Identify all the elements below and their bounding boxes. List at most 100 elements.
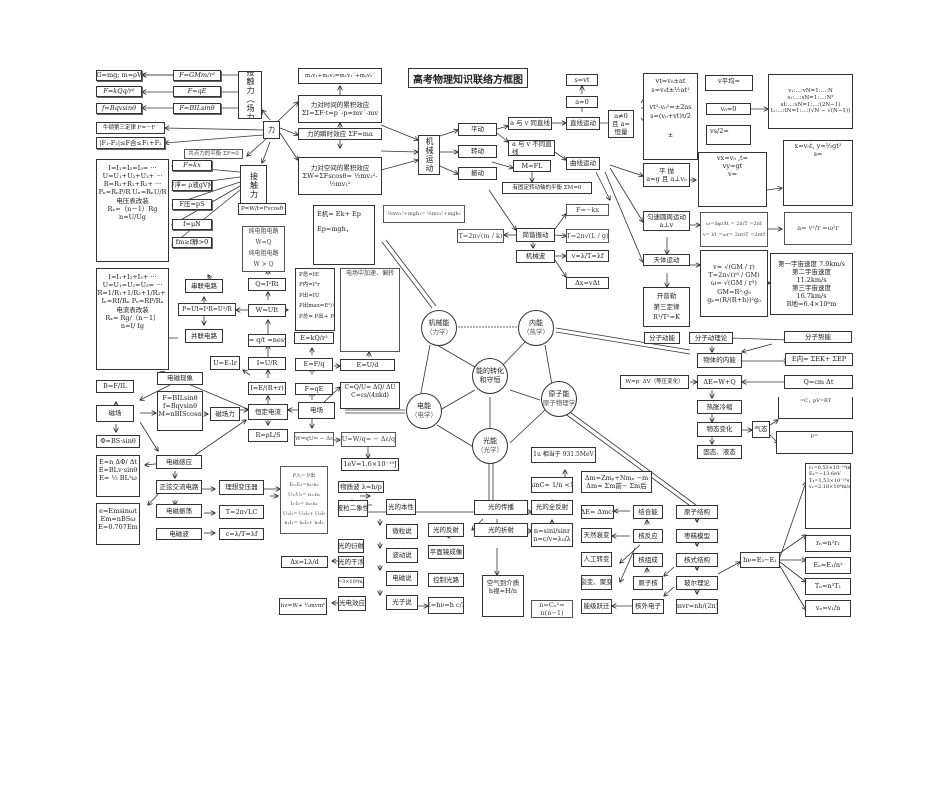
hydrogen-v1: v₁=2.18×10⁶m/s: [809, 483, 851, 490]
snell-1: n=sini/sinr: [533, 526, 571, 535]
momentum-conservation-box: m₁v₁+m₂v₂=m₁v₁´+m₂v₂´: [298, 68, 382, 84]
point-field-box: E=kQ/r²: [294, 332, 334, 344]
orbit-v: v= √(GM / r): [713, 263, 755, 272]
mech-energy-sub: （力学）: [426, 328, 452, 337]
electric-force-box: F=qE: [173, 86, 221, 97]
wave-speed-box: v=λ/T=λf: [566, 250, 609, 262]
vibration-box: 振动: [458, 167, 497, 180]
bohr-theory-box: 玻尔理论: [676, 576, 718, 590]
orbit-formula-box: v= √(GM / r)T=2π√(r³ / GM)ω= √(GM / r³)G…: [700, 250, 768, 317]
power-box: P=W/t=Fvcosθ: [238, 203, 286, 215]
velocity-formula: v= l/t =ωr= 2πr/T =2πrf: [702, 231, 766, 238]
light-speed-box: c=3×10⁸m/s: [338, 577, 364, 588]
gh-formula: gₕ=(R/(R+h))²g₀: [707, 295, 761, 304]
proj-v1: vx=v₀ ,t=: [716, 154, 749, 162]
wave-distance-box: Δx=vΔt: [566, 277, 609, 289]
fringe-spacing-box: Δx=Lλ/d: [281, 556, 328, 568]
internal-energy-sub: （热学）: [523, 328, 549, 337]
molecular-ke-box: 分子动能: [644, 332, 680, 344]
matter-wave-box: 物质波 λ=h/p: [338, 481, 384, 493]
magnetic-force-box: 磁场力: [210, 407, 240, 421]
hydrogen-r1: r₁=0.53×10⁻¹⁰m: [809, 465, 851, 471]
translation-box: 平动: [458, 123, 497, 136]
closed-ohm-box: I=E/(R+r): [248, 382, 286, 395]
nuclear-reaction-box: 核反应: [633, 529, 663, 543]
kepler-3: R³/T²=K: [653, 313, 680, 322]
series-p7: n=U/Ug: [119, 212, 146, 221]
parallel-p5: 电流表改装: [116, 305, 149, 314]
wave-particle-box: 波粒二象性: [338, 500, 368, 517]
mech-energy-label: 机械能: [428, 319, 450, 328]
trans-3: U₁:U₂= n₁:n₂: [287, 491, 321, 498]
motion-label: 机械运动: [425, 137, 434, 173]
hydrogen-t1: T₁=1.53×10⁻¹⁶s: [809, 477, 850, 484]
mass-defect-1: Δm=Zmₚ+Nmₙ −m: [584, 473, 649, 482]
einstein-box: hν=W+ ½mvm²: [279, 598, 327, 615]
uniform-field-box: E=U/d: [340, 359, 395, 371]
proj-v3: v=: [727, 170, 738, 179]
joule-box: Q=I²Rt: [248, 278, 286, 291]
rotation-box: 转动: [458, 145, 497, 158]
parallel-p6: Rₓ= Rg/（n－1）: [105, 313, 160, 322]
lc-period-box: T=2π√LC: [219, 505, 264, 519]
power-equation-box: P=UI=I²R=U²/R: [178, 303, 236, 316]
photoelectric-box: 光电效应: [338, 596, 366, 611]
atomic-structure-box: 原子结构: [676, 505, 718, 519]
static-friction-box: fm≥f静>0: [172, 237, 212, 248]
uniform-motion-box: s=vt: [566, 74, 598, 86]
cosmic-4: 第三宇宙速度: [792, 284, 831, 292]
cosmic-5: 16.7km/s: [796, 292, 827, 301]
photon-emission-box: hν=E₂−E₁: [740, 552, 780, 568]
kinematics-eq4: s=(v₀+vt)t/2: [650, 112, 691, 121]
shm-box: 简谐振动: [516, 228, 555, 242]
artificial-transmutation-box: 人工转变: [581, 552, 612, 567]
internal-energy-node: 内能（热学）: [518, 310, 554, 346]
work-formula-1: ΣW=ΣFscosθ= ½mv₂²-: [302, 171, 378, 180]
wave-c-box: c=λ/T=λf: [219, 528, 264, 540]
magnetic-field-box: 磁场: [96, 405, 134, 422]
ratio-3: sⅠ:…:sN=1:…:(2N−1): [780, 101, 841, 108]
field-force-box: F=qE: [295, 383, 333, 395]
mag-force-3: M=nBIScosα: [158, 410, 202, 419]
em-oscillation-box: 电磁振荡: [156, 504, 202, 518]
circular-label: 匀速圆周运动: [647, 212, 686, 221]
ohm-law-box: I=U/R: [248, 357, 286, 370]
interference-box: 光的干涉: [338, 556, 364, 568]
trans-2: E₁:E₂=n₁:n₂: [289, 482, 319, 488]
energy-conservation-box: ½mv₁²+mgh₁= ½mv₂²+mgh₂: [383, 205, 465, 223]
nuclear-composition-box: 核组成: [633, 553, 663, 567]
trans-6: n₁I₁= n₂I₂+ n₃I₃: [284, 520, 324, 526]
solid-liquid-box: 固态、液态: [697, 445, 742, 459]
avg-speed-box: v平均=: [705, 75, 753, 91]
impulse-formula: ΣI=ΣF·t=p´-p=mv´-mv: [301, 109, 379, 117]
pure-resist-label: 纯电阻电路: [248, 228, 279, 236]
emf-2: E=BLv·sinθ: [98, 466, 138, 475]
em-induction-box: 电磁感应: [156, 455, 202, 469]
kinematics-eq1: vt=v₀±at: [655, 77, 686, 85]
circular-condition: a⊥v: [659, 221, 674, 229]
mass-energy-box: 1u 相当于 931.5MeV: [531, 447, 596, 463]
natural-decay-box: 天然衰变: [581, 528, 612, 543]
emf-3: E= ½ BL²ω: [99, 474, 137, 483]
pure-resist-eq: W=Q: [255, 239, 272, 247]
field-force-box: 非接触力（场力）: [238, 71, 262, 119]
cosmic-2: 第二宇宙速度: [792, 267, 831, 276]
mirror-box: 平面镜成像: [428, 545, 464, 559]
cosmic-1: 第一宇宙速度 7.9km/s: [777, 259, 846, 268]
propagation-box: 光的传播: [474, 500, 528, 515]
mech-energy-node: 机械能（力学）: [421, 310, 457, 346]
vn-box: vₙ=v₁/n: [805, 600, 851, 617]
non-pure-eq: W > Q: [253, 260, 274, 268]
steady-current-box: 恒定电流: [248, 404, 288, 420]
work-title: 力对空间的累积效应: [310, 163, 370, 172]
power-output: P出=IU: [299, 292, 320, 299]
current-def-box: I= q/t =nesv: [248, 334, 286, 347]
molecular-theory-box: 分子动理论: [689, 332, 733, 344]
gas-box: 气态: [752, 421, 770, 438]
